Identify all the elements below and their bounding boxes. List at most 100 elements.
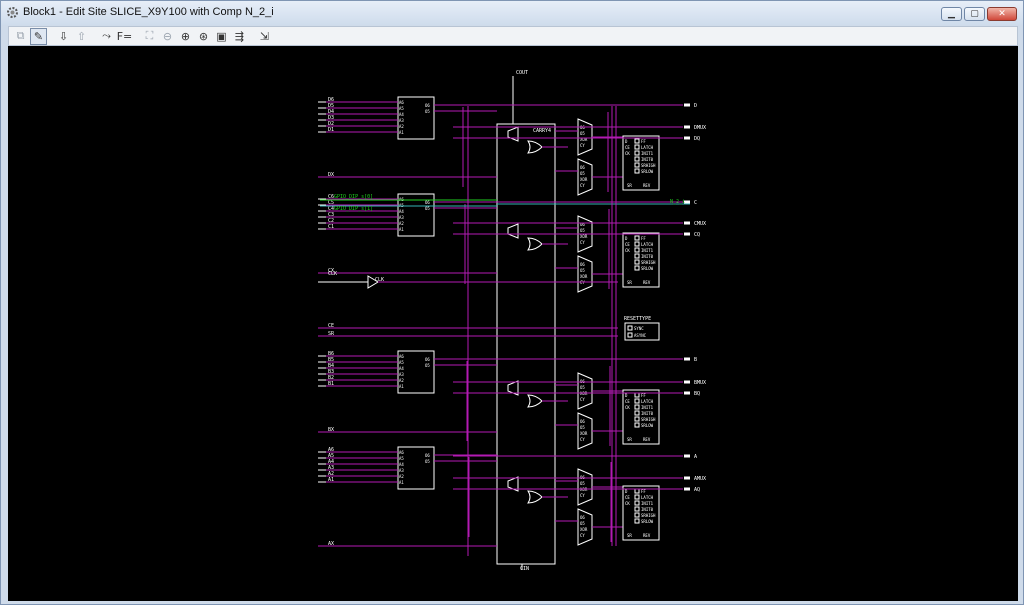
ff-pin-label: D (625, 393, 628, 398)
lut-pin-label: A6 (399, 354, 404, 359)
down-arrow-button[interactable]: ⇩ (55, 28, 72, 45)
title-bar[interactable]: Block1 - Edit Site SLICE_X9Y100 with Com… (1, 1, 1023, 25)
clk-inv-label: CLK (375, 277, 384, 283)
lut-block (397, 193, 435, 237)
ff-pin-label: CK (625, 405, 630, 410)
ff-checkbox (634, 247, 640, 253)
mux-pin-label: CY (580, 493, 585, 498)
lut-pin-label: A4 (399, 366, 404, 371)
ff-checkbox (634, 241, 640, 247)
zoom-in-icon: ⊕ (180, 29, 191, 43)
ff-checkbox (634, 265, 640, 271)
app-gear-icon (7, 7, 18, 18)
route-button[interactable]: ⤳ (98, 28, 115, 45)
ff-option-label: INIT0 (641, 157, 654, 162)
input-pin-label: D3 (328, 115, 334, 121)
ff-pin-label: REV (643, 437, 651, 442)
lut-out-label: O5 (425, 363, 430, 368)
mux-pin-label: O5 (580, 171, 585, 176)
ff-checkbox (634, 500, 640, 506)
function-button[interactable]: F= (116, 28, 133, 45)
function-icon: F= (116, 29, 133, 43)
lut-out-label: O6 (425, 453, 430, 458)
lut-pin-label: A5 (399, 360, 404, 365)
carry-mux (507, 223, 519, 239)
output-pin-label: AMUX (694, 476, 706, 482)
minimize-button[interactable]: ▁ (941, 7, 962, 21)
ff-checkbox (634, 253, 640, 259)
ff-checkbox (634, 404, 640, 410)
bypass-pin-label: DX (328, 172, 334, 178)
ff-pin-label: CE (625, 242, 630, 247)
ff-pin-label: REV (643, 533, 651, 538)
input-pin-label: C1 (328, 224, 334, 230)
input-pin-label: D1 (328, 127, 334, 133)
pencil-button[interactable]: ✎ (30, 27, 47, 45)
mux-pin-label: O6 (580, 515, 585, 520)
xor-gate (527, 394, 543, 408)
output-pin-label: A (694, 454, 697, 460)
slice-schematic[interactable]: CARRY4COUTCINA6D6A5D5A4D4A3D3A2D2A1D1O6O… (8, 46, 1018, 601)
ff-option-label: INIT0 (641, 411, 654, 416)
zoom-in-button[interactable]: ⊕ (177, 28, 194, 45)
maximize-button[interactable]: ▢ (964, 7, 985, 21)
cross-probe-button[interactable]: ⇲ (256, 28, 273, 45)
ff-checkbox (634, 506, 640, 512)
mux-pin-label: XOR (580, 177, 588, 182)
ff-option-label: FF (641, 236, 646, 241)
input-pin-label: C5 (328, 200, 334, 206)
ff-checkbox (634, 416, 640, 422)
mux-pin-label: O5 (580, 228, 585, 233)
output-pin-label: BQ (694, 391, 700, 397)
output-pin-label: DMUX (694, 125, 706, 131)
lut-pin-label: A1 (399, 227, 404, 232)
ff-option-label: SRHIGH (641, 163, 656, 168)
ff-option-label: LATCH (641, 495, 654, 500)
lut-out-label: O5 (425, 109, 430, 114)
mux-pin-label: XOR (580, 137, 588, 142)
output-pin-label: C (694, 200, 697, 206)
output-port (684, 391, 690, 395)
output-mux (577, 508, 593, 546)
zoom-full-button[interactable]: ▣ (213, 28, 230, 45)
select-button[interactable]: ⧉ (12, 28, 29, 45)
lut-pin-label: A6 (399, 450, 404, 455)
output-pin-label: CQ (694, 232, 700, 238)
resettype-label: RESETTYPE (624, 316, 651, 322)
output-mux (577, 158, 593, 196)
minimize-icon: ▁ (948, 9, 955, 19)
lut-out-label: O6 (425, 357, 430, 362)
zoom-area-button[interactable]: ⊛ (195, 28, 212, 45)
output-port (684, 380, 690, 384)
ff-option-label: SRLOW (641, 169, 654, 174)
clk-pin-label: CLK (328, 271, 337, 277)
output-port (684, 487, 690, 491)
xor-gate (527, 140, 543, 154)
input-pin-label: B5 (328, 357, 334, 363)
ff-checkbox (634, 422, 640, 428)
zoom-out-button[interactable]: ⊖ (159, 28, 176, 45)
close-button[interactable]: ✕ (987, 7, 1017, 21)
flip-flop-block (622, 389, 660, 445)
export-button[interactable]: ⇶ (231, 28, 248, 45)
net-label-gpio-0: GPIO_DIP_s[0] (334, 194, 373, 200)
ff-checkbox (634, 518, 640, 524)
input-pin-label: B6 (328, 351, 334, 357)
input-pin-label: D2 (328, 121, 334, 127)
lut-pin-label: A3 (399, 118, 404, 123)
lut-pin-label: A2 (399, 474, 404, 479)
ff-checkbox (634, 410, 640, 416)
ff-option-label: SRHIGH (641, 417, 656, 422)
mux-pin-label: CY (580, 183, 585, 188)
zoom-out-icon: ⊖ (162, 29, 173, 43)
pencil-icon: ✎ (33, 29, 44, 43)
input-pin-label: A4 (328, 459, 334, 465)
ff-pin-label: REV (643, 280, 651, 285)
bypass-pin-label: AX (328, 541, 334, 547)
ff-pin-label: SR (627, 533, 632, 538)
zoom-fit-button[interactable]: ⛶ (141, 28, 158, 45)
up-arrow-button[interactable]: ⇧ (73, 28, 90, 45)
output-mux (577, 412, 593, 450)
output-pin-label: AQ (694, 487, 700, 493)
